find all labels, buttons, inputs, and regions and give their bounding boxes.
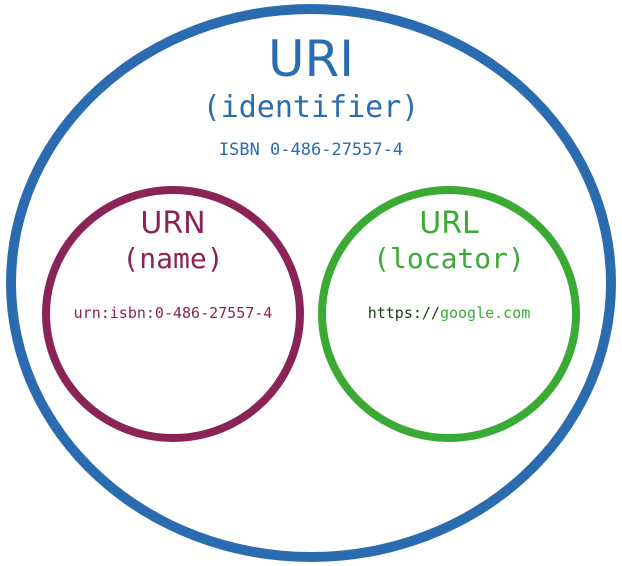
url-example-host: google.com (439, 304, 531, 322)
urn-subtitle: (name) (122, 242, 224, 275)
uri-subtitle: (identifier) (202, 90, 420, 125)
url-subtitle: (locator) (373, 242, 525, 275)
uri-example: ISBN 0-486-27557-4 (218, 140, 404, 160)
url-title: URL (419, 206, 479, 241)
uri-title: URI (267, 30, 355, 88)
url-circle (318, 186, 580, 442)
url-example-scheme: https:// (367, 304, 440, 322)
urn-example: urn:isbn:0-486-27557-4 (73, 304, 273, 322)
uri-circle (6, 4, 616, 562)
url-example: https://google.com (368, 304, 531, 322)
urn-circle (42, 186, 304, 442)
urn-title: URN (140, 206, 206, 241)
